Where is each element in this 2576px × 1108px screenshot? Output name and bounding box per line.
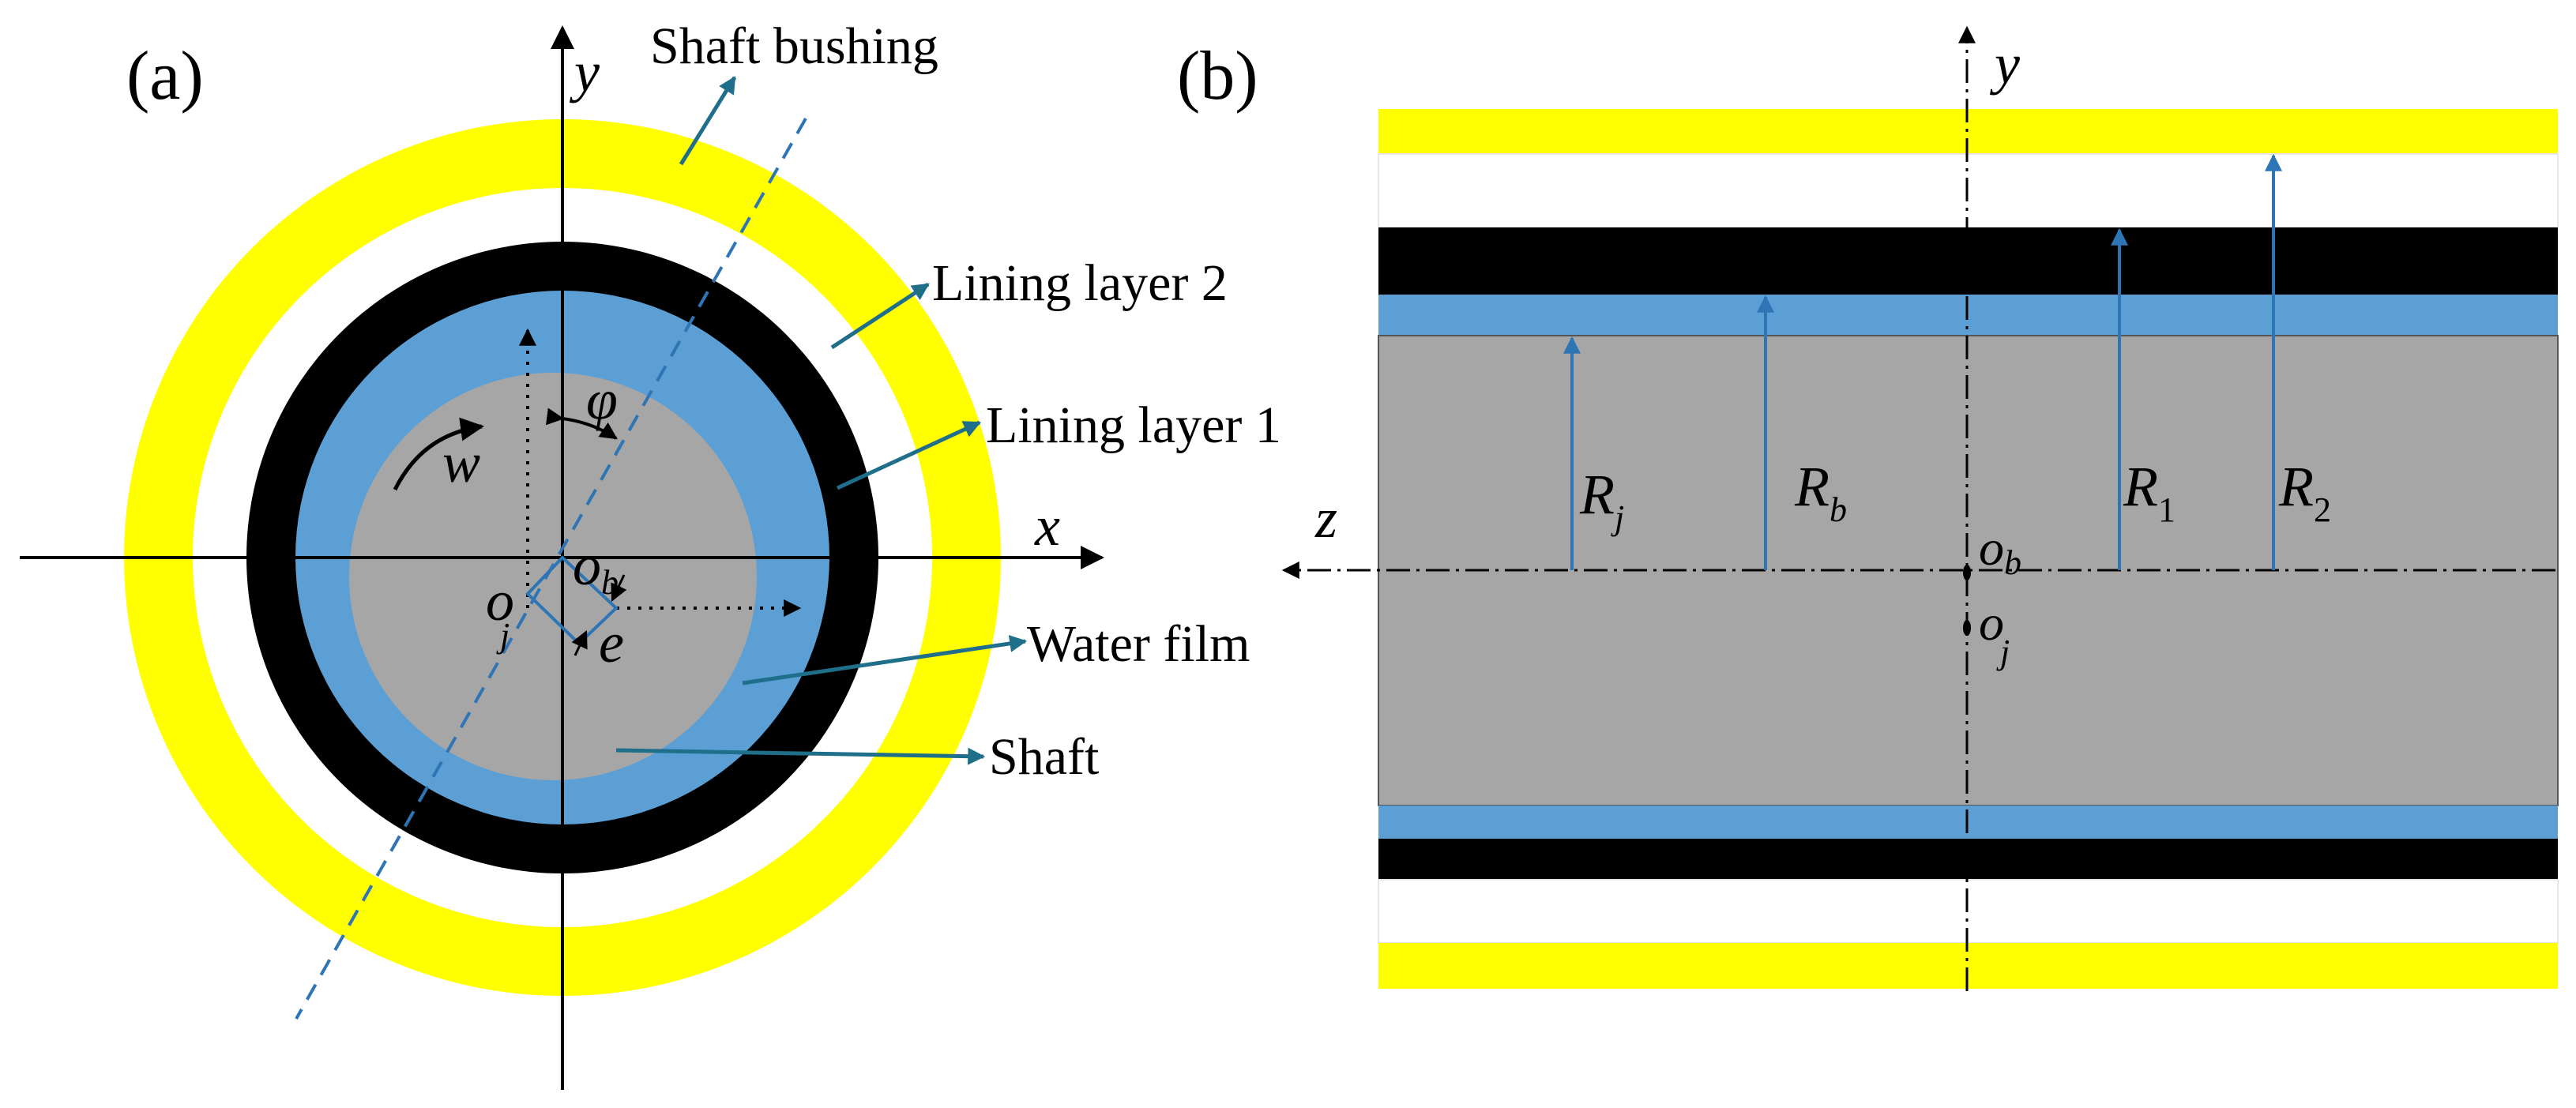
radius-label-r2: R2 bbox=[2278, 455, 2331, 529]
water-film-label: Water film bbox=[1027, 615, 1250, 673]
bearing-center-label: ob bbox=[573, 534, 619, 602]
shaft-label: Shaft bbox=[989, 728, 1099, 786]
radius-label-r1: R1 bbox=[2123, 455, 2175, 529]
shaft-bushing-label: Shaft bushing bbox=[650, 17, 938, 75]
journal-center-dot bbox=[1963, 620, 1971, 636]
rotation-symbol: w bbox=[442, 431, 480, 494]
angle-arc bbox=[545, 408, 618, 440]
radius-label-rj: Rj bbox=[1579, 463, 1624, 537]
eccentricity-tick bbox=[571, 630, 588, 656]
b-axis-z-label: z bbox=[1314, 486, 1337, 550]
axis-y-label: y bbox=[569, 40, 600, 103]
lining-layer-2-leader bbox=[830, 282, 930, 350]
center-tick bbox=[611, 574, 627, 602]
panel-a-label: (a) bbox=[126, 38, 204, 115]
axis-x-label: x bbox=[1034, 494, 1060, 558]
lining-layer-1-leader bbox=[836, 420, 981, 490]
angle-symbol: φ bbox=[586, 368, 618, 431]
shaft-leader bbox=[615, 747, 986, 765]
radius-label-rb: Rb bbox=[1794, 455, 1847, 529]
water-film-leader bbox=[742, 635, 1028, 685]
shaft-disc bbox=[349, 373, 757, 780]
b-bearing-center-label: ob bbox=[1979, 520, 2021, 582]
shaft-bushing-leader bbox=[679, 76, 737, 166]
panel-b-label: (b) bbox=[1177, 38, 1258, 115]
b-axis-y-label: y bbox=[1989, 32, 2020, 96]
bearing-center-dot bbox=[1963, 565, 1971, 580]
rotation-arrow bbox=[393, 417, 484, 491]
lining-layer-2-label: Lining layer 2 bbox=[932, 254, 1228, 312]
eccentricity-symbol: e bbox=[599, 611, 624, 674]
lining-layer-1-label: Lining layer 1 bbox=[986, 396, 1281, 454]
